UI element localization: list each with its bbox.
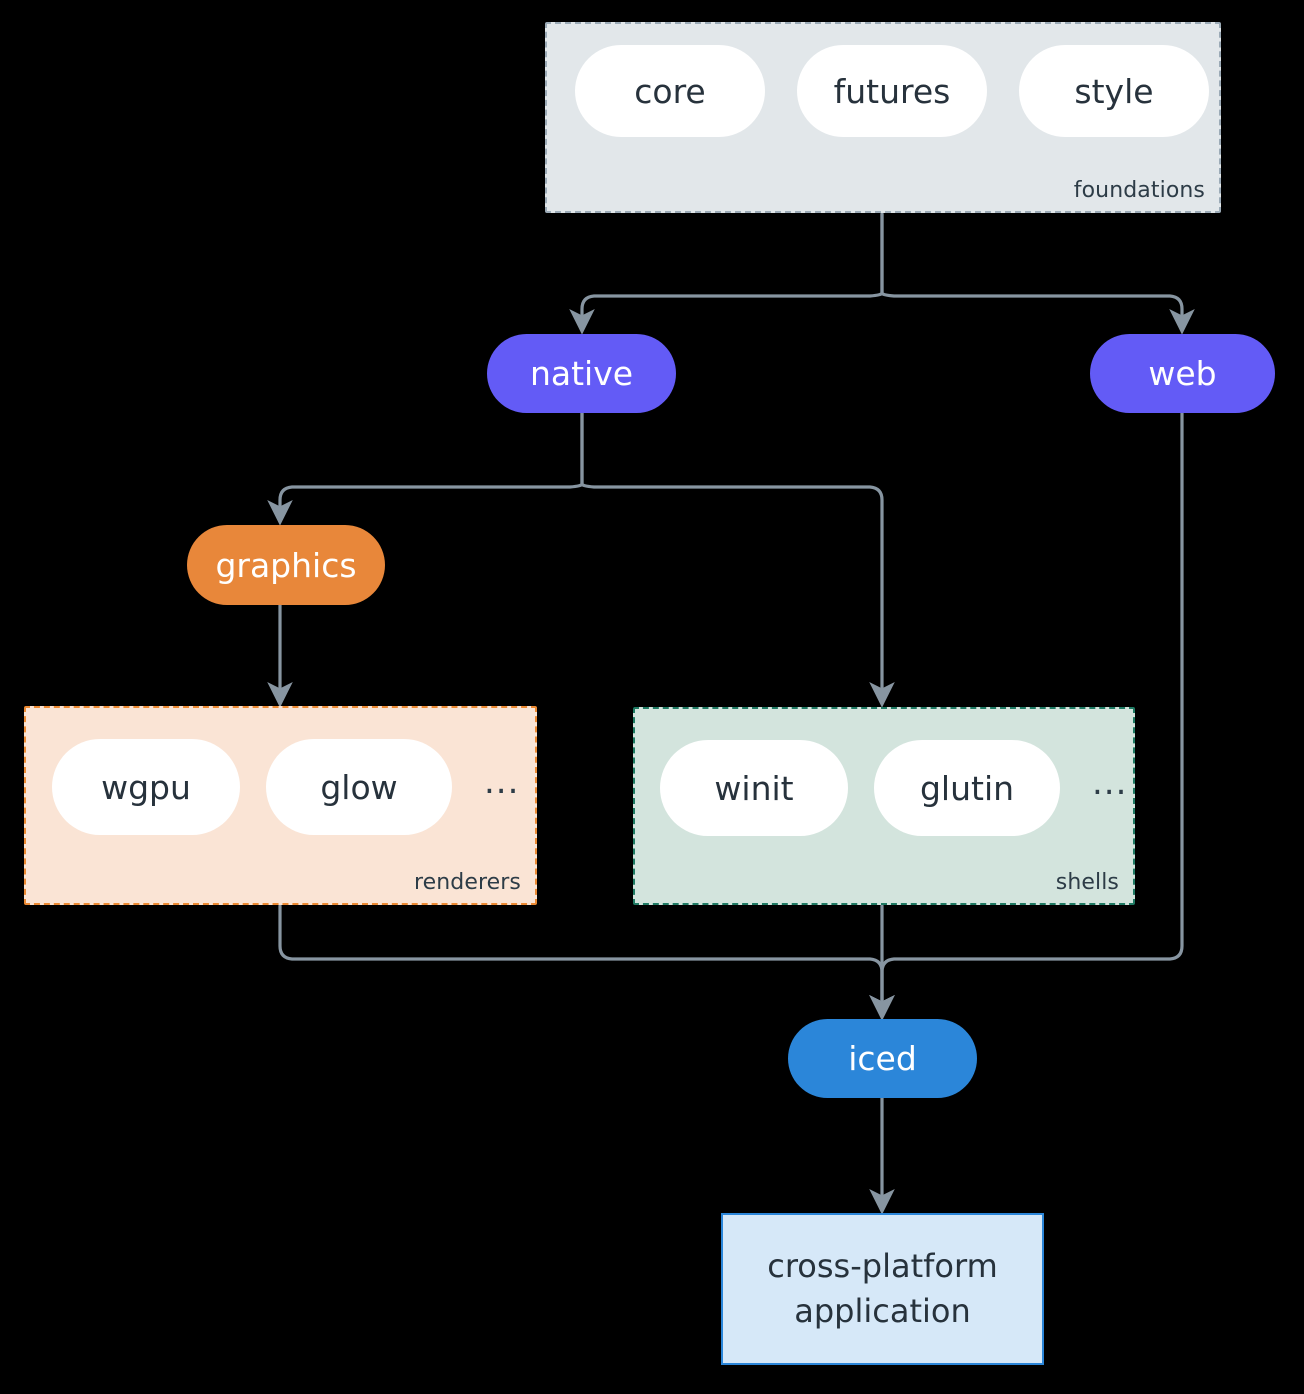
- cluster-foundations: core futures style foundations: [545, 22, 1221, 213]
- node-glow[interactable]: glow: [266, 739, 452, 835]
- renderers-ellipsis: ...: [484, 762, 520, 802]
- application-line-1: cross-platform: [767, 1246, 998, 1285]
- cluster-foundations-items: core futures style: [547, 45, 1219, 137]
- shells-ellipsis: ...: [1092, 763, 1128, 803]
- node-cross-platform-application[interactable]: cross-platform application: [721, 1213, 1044, 1365]
- edge-native-shells: [580, 411, 895, 708]
- node-web[interactable]: web: [1090, 334, 1275, 413]
- node-style[interactable]: style: [1019, 45, 1209, 137]
- cluster-renderers-label: renderers: [413, 870, 521, 895]
- edge-native-graphics: [267, 411, 584, 526]
- node-core[interactable]: core: [575, 45, 765, 137]
- cluster-renderers-items: wgpu glow ...: [26, 739, 535, 835]
- node-wgpu[interactable]: wgpu: [52, 739, 240, 835]
- edge-foundations-web: [880, 212, 1195, 335]
- cluster-renderers: wgpu glow ... renderers: [24, 706, 537, 905]
- node-winit[interactable]: winit: [660, 740, 848, 836]
- node-glutin[interactable]: glutin: [874, 740, 1060, 836]
- application-line-2: application: [794, 1292, 971, 1330]
- node-graphics[interactable]: graphics: [187, 525, 385, 605]
- edge-foundations-native: [569, 212, 884, 335]
- cluster-shells: winit glutin ... shells: [633, 707, 1135, 905]
- node-iced[interactable]: iced: [788, 1019, 977, 1098]
- node-futures[interactable]: futures: [797, 45, 987, 137]
- cluster-foundations-label: foundations: [1073, 178, 1205, 203]
- cluster-shells-items: winit glutin ...: [635, 740, 1133, 836]
- node-native[interactable]: native: [487, 334, 676, 413]
- edge-renderers-iced: [278, 904, 895, 1021]
- cluster-shells-label: shells: [1055, 870, 1119, 895]
